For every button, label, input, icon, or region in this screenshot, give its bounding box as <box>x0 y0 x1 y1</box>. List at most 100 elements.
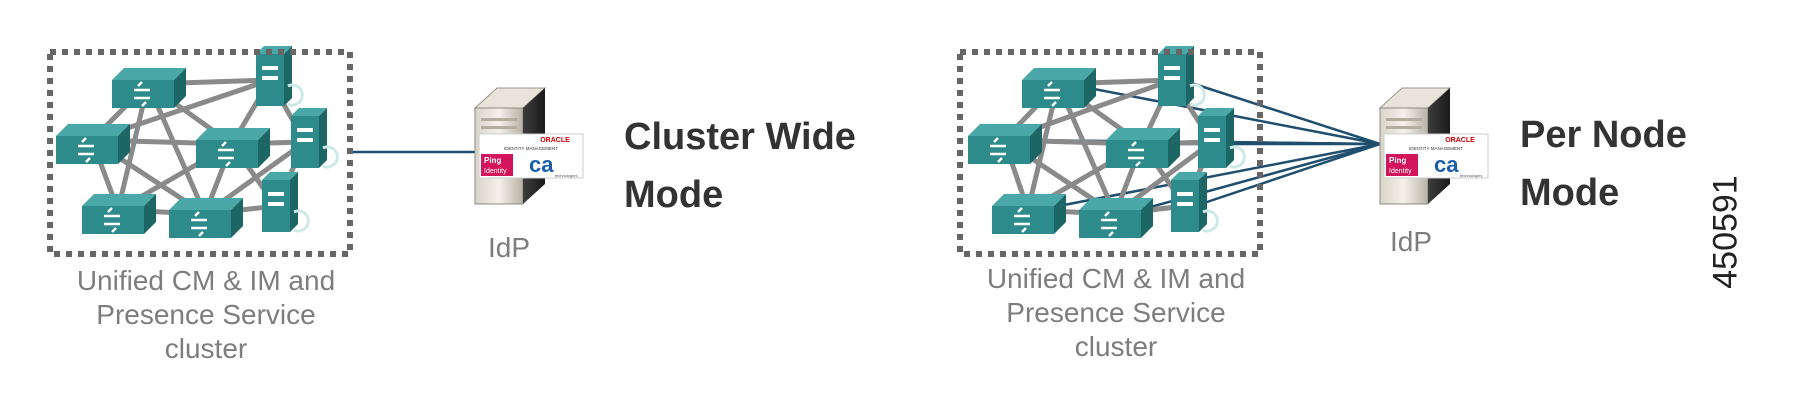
node-slot <box>1204 138 1220 142</box>
cluster-node-icon <box>169 198 243 238</box>
cluster-node-icon <box>1198 108 1246 169</box>
node-top <box>169 198 243 210</box>
cluster-frame <box>47 49 353 257</box>
idp-label: IdP <box>1390 226 1433 257</box>
node-top <box>1171 172 1207 180</box>
node-arrows <box>1101 211 1117 237</box>
node-side <box>174 68 186 108</box>
server-vent <box>481 126 517 129</box>
server-vent <box>481 118 517 121</box>
identity-management-text: IDENTITY MANAGEMENT <box>504 146 558 151</box>
mode-label-line: Mode <box>624 174 724 216</box>
node-arrows <box>1128 141 1144 167</box>
mode-label: Cluster Wide Mode <box>624 108 856 224</box>
node-slot <box>297 128 313 132</box>
node-side <box>1054 194 1066 234</box>
node-top <box>1022 68 1096 80</box>
cluster-node-icon <box>112 68 186 108</box>
idp-link <box>1181 78 1381 146</box>
node-top <box>992 194 1066 206</box>
node-side <box>290 172 298 232</box>
cluster-caption: Unified CM & IM and Presence Service clu… <box>956 262 1276 364</box>
identity-management-text: IDENTITY MANAGEMENT <box>1409 146 1463 151</box>
node-ring <box>1202 209 1219 233</box>
node-arrows <box>104 207 120 233</box>
ping-text: Ping <box>1389 156 1406 165</box>
node-top <box>1198 108 1234 116</box>
node-top <box>291 108 327 116</box>
idp-link <box>1194 142 1381 208</box>
node-slot <box>268 192 284 196</box>
node-slot <box>268 202 284 206</box>
node-arrows <box>78 137 94 163</box>
node-slot <box>262 76 278 80</box>
ca-sub-text: technologies <box>1460 173 1482 178</box>
ca-sub-text: technologies <box>555 173 577 178</box>
cluster-frame <box>957 49 1263 257</box>
cluster-caption: Unified CM & IM and Presence Service clu… <box>46 264 366 366</box>
cluster-node-icon <box>291 108 339 169</box>
cluster-node-icon <box>968 124 1042 164</box>
mode-label: Per Node Mode <box>1520 106 1687 222</box>
node-side <box>1141 198 1153 238</box>
cluster-node-icon <box>1022 68 1096 108</box>
node-slot <box>1177 192 1193 196</box>
cluster-caption-line: Unified CM & IM and <box>76 265 336 296</box>
cluster-node-icon <box>1079 198 1153 238</box>
node-side <box>1199 172 1207 232</box>
cluster-caption-line: cluster <box>1074 331 1158 362</box>
mode-label-line: Per Node <box>1520 114 1687 156</box>
oracle-logo: ORACLE <box>540 137 570 144</box>
cluster-node-icon <box>1171 172 1219 233</box>
node-ring <box>287 83 304 107</box>
cluster-caption-line: Unified CM & IM and <box>986 263 1246 294</box>
figure-id: 450591 <box>1706 175 1745 289</box>
cluster-node-icon <box>82 194 156 234</box>
node-arrows <box>1044 81 1060 107</box>
node-slot <box>297 138 313 142</box>
node-slot <box>1164 66 1180 70</box>
node-ring <box>293 209 310 233</box>
node-top <box>82 194 156 206</box>
ping-logo <box>1386 154 1418 176</box>
oracle-logo: ORACLE <box>1445 137 1475 144</box>
node-arrows <box>1014 207 1030 233</box>
node-side <box>231 198 243 238</box>
cluster-node-icon <box>992 194 1066 234</box>
cluster-caption-line: Presence Service <box>1006 297 1226 328</box>
mode-label-line: Cluster Wide <box>624 116 856 158</box>
identity-text: Identity <box>1389 168 1412 175</box>
cluster-node-icon <box>1106 128 1180 168</box>
cluster-node-icon <box>196 128 270 168</box>
server-vent <box>1386 118 1422 121</box>
node-slot <box>262 66 278 70</box>
node-side <box>258 128 270 168</box>
node-ring <box>1189 83 1206 107</box>
node-slot <box>1177 202 1193 206</box>
cluster-caption-line: Presence Service <box>96 299 316 330</box>
node-slot <box>1164 76 1180 80</box>
node-side <box>1186 46 1194 106</box>
identity-text: Identity <box>484 168 507 175</box>
node-side <box>1084 68 1096 108</box>
server-vent <box>1386 126 1422 129</box>
node-top <box>196 128 270 140</box>
node-top <box>968 124 1042 136</box>
node-arrows <box>191 211 207 237</box>
mode-label-line: Mode <box>1520 172 1620 214</box>
node-top <box>56 124 130 136</box>
node-side <box>284 46 292 106</box>
node-top <box>1106 128 1180 140</box>
ca-logo: ca <box>1434 152 1459 177</box>
node-top <box>112 68 186 80</box>
node-arrows <box>134 81 150 107</box>
idp-link <box>1124 142 1381 216</box>
ca-logo: ca <box>529 152 554 177</box>
node-top <box>1079 198 1153 210</box>
cluster-node-icon <box>56 124 130 164</box>
